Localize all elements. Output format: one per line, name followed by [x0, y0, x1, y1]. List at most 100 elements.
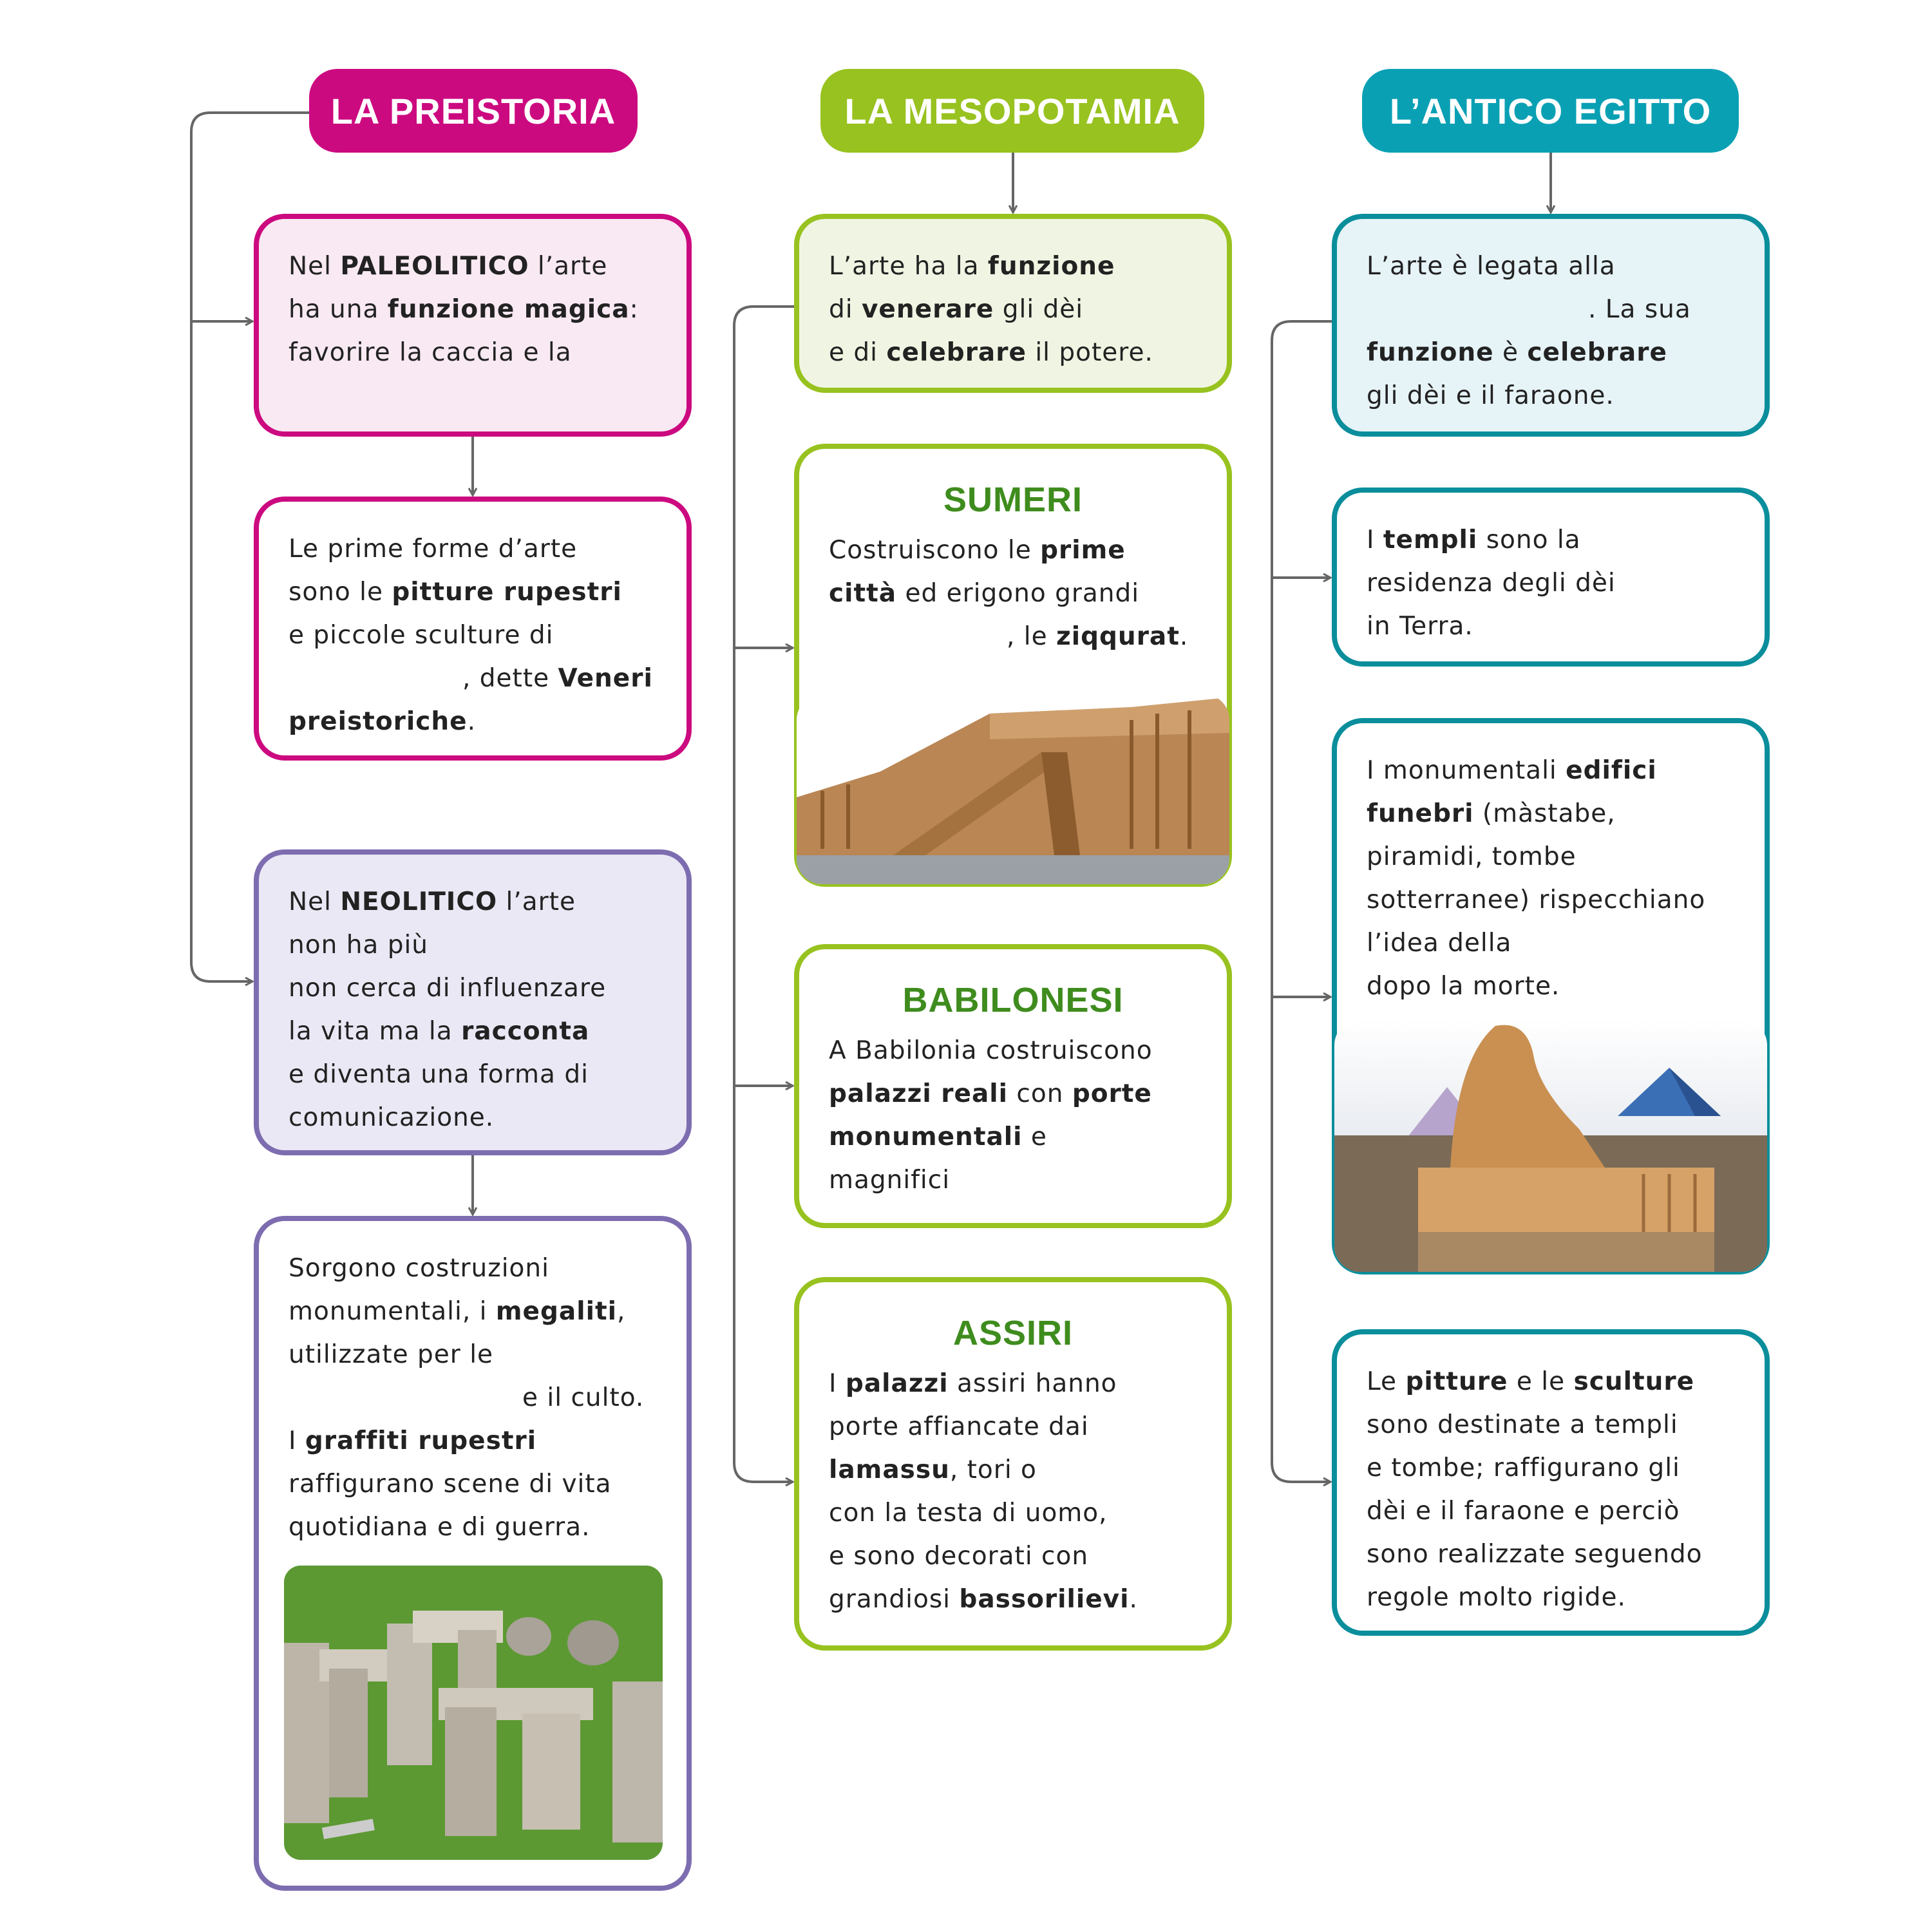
text-segment: . — [467, 707, 476, 736]
text-segment: in Terra. — [1367, 612, 1473, 641]
text-segment: , tori o — [949, 1455, 1037, 1484]
text-line: funzione è celebrare — [1367, 331, 1752, 374]
bold-keyword: celebrare — [1527, 338, 1667, 367]
text-segment: L’arte ha la — [829, 252, 988, 281]
text-segment: sono realizzate seguendo — [1367, 1540, 1703, 1569]
bold-keyword: pitture rupestri — [392, 578, 622, 607]
text-line: sono realizzate seguendo — [1367, 1533, 1752, 1576]
text-line: con la testa di uomo, — [829, 1492, 1214, 1535]
text-segment: monumentali, i — [289, 1297, 496, 1326]
babilonesi-box: BABILONESI A Babilonia costruiscono palazz… — [794, 944, 1232, 1228]
text-segment: Le — [1367, 1367, 1406, 1396]
text-line: comunicazione. — [289, 1096, 674, 1139]
text-line: gli dèi e il faraone. — [1367, 374, 1752, 417]
bold-keyword: funzione — [1367, 338, 1494, 367]
bold-keyword: bassorilievi — [959, 1585, 1130, 1614]
text-line: L’arte è legata alla — [1367, 245, 1752, 288]
bold-keyword: venerare — [862, 295, 994, 324]
bold-keyword: celebrare — [886, 338, 1027, 367]
text-line: monumentali e — [829, 1115, 1214, 1159]
bold-keyword: funzione magica — [387, 295, 630, 324]
text-segment: e piccole sculture di — [289, 621, 554, 650]
text-segment: con — [1008, 1079, 1072, 1108]
text-segment: Sorgono costruzioni — [289, 1254, 549, 1283]
text-segment: l’arte — [529, 252, 608, 281]
text-segment: I monumentali — [1367, 756, 1566, 785]
bold-keyword: porte — [1072, 1079, 1152, 1108]
bold-keyword: graffiti rupestri — [305, 1426, 537, 1455]
bold-keyword: megaliti — [495, 1297, 617, 1326]
text-line: raffigurano scene di vita — [289, 1463, 674, 1506]
text-line: A Babilonia costruiscono — [829, 1029, 1214, 1072]
bold-keyword: ziqqurat — [1056, 622, 1180, 651]
text-segment: Nel — [289, 887, 341, 916]
box-title: ASSIRI — [952, 1314, 1074, 1352]
text-segment: utilizzate per le — [289, 1340, 494, 1369]
text-segment: la vita ma la — [289, 1017, 462, 1046]
text-line: in Terra. — [1367, 605, 1752, 648]
text-line: I palazzi assiri hanno — [829, 1362, 1214, 1405]
text-segment: è — [1493, 338, 1528, 367]
text-line: ha una funzione magica: — [289, 288, 674, 331]
text-segment: Le prime forme d’arte — [289, 535, 578, 564]
text-line: sotterranee) rispecchiano — [1367, 878, 1752, 922]
bold-keyword: palazzi reali — [829, 1079, 1009, 1108]
text-line: I monumentali edifici — [1367, 749, 1752, 792]
text-segment: non ha più — [289, 931, 429, 960]
text-line: e piccole sculture di — [289, 614, 674, 657]
text-line: sono le pitture rupestri — [289, 571, 674, 614]
text-segment: l’idea della — [1367, 929, 1512, 958]
text-line: e sono decorati con — [829, 1535, 1214, 1578]
text-segment: e tombe; raffigurano gli — [1367, 1454, 1680, 1482]
text-segment: con la testa di uomo, — [829, 1499, 1108, 1528]
text-line: l’idea della — [1367, 922, 1752, 965]
text-line: lamassu, tori o — [829, 1448, 1214, 1492]
text-line: Sorgono costruzioni — [289, 1247, 674, 1290]
text-segment: . La sua — [1588, 295, 1691, 324]
text-line: non ha più — [289, 923, 674, 967]
text-line: piramidi, tombe — [1367, 835, 1752, 878]
text-segment: Nel — [289, 252, 341, 281]
text-line: monumentali, i megaliti, — [289, 1290, 674, 1333]
bold-keyword: monumentali — [829, 1122, 1023, 1151]
text-segment: , — [616, 1297, 626, 1326]
text-line: palazzi reali con porte — [829, 1072, 1214, 1115]
text-segment: non cerca di influenzare — [289, 974, 607, 1003]
text-line: non cerca di influenzare — [289, 967, 674, 1010]
text-segment: gli dèi e il faraone. — [1367, 381, 1615, 410]
stonehenge-image — [284, 1566, 663, 1860]
text-segment: A Babilonia costruiscono — [829, 1036, 1153, 1065]
text-line: sono destinate a templi — [1367, 1403, 1752, 1446]
text-segment: e di — [829, 338, 887, 367]
text-line: porte affiancate dai — [829, 1405, 1214, 1448]
box-title: BABILONESI — [902, 981, 1124, 1019]
text-line: preistoriche. — [289, 700, 674, 743]
bold-keyword: racconta — [461, 1017, 590, 1046]
text-segment: magnifici — [829, 1166, 951, 1195]
text-segment: : — [629, 295, 639, 324]
text-segment: dopo la morte. — [1367, 972, 1560, 1001]
neolitico-box: Nel NEOLITICO l’arte non ha più non cerca … — [254, 849, 692, 1155]
text-line: , dette Veneri — [289, 657, 674, 700]
text-line: Nel NEOLITICO l’arte — [289, 880, 674, 923]
text-line: dopo la morte. — [1367, 965, 1752, 1008]
text-line: . La sua — [1367, 288, 1752, 331]
bold-keyword: templi — [1383, 526, 1478, 554]
text-line: quotidiana e di guerra. — [289, 1506, 674, 1549]
text-segment: e il culto. — [522, 1383, 645, 1412]
bold-keyword: preistoriche — [289, 707, 468, 736]
bold-keyword: pitture — [1405, 1367, 1508, 1396]
text-segment: (màstabe, — [1473, 799, 1616, 828]
text-segment: L’arte è legata alla — [1367, 252, 1616, 281]
text-line: di venerare gli dèi — [829, 288, 1214, 331]
bold-keyword: funebri — [1367, 799, 1474, 828]
ziqqurat-image — [797, 694, 1229, 884]
text-segment: Costruiscono le — [829, 536, 1041, 565]
text-line: e il culto. — [289, 1376, 674, 1419]
